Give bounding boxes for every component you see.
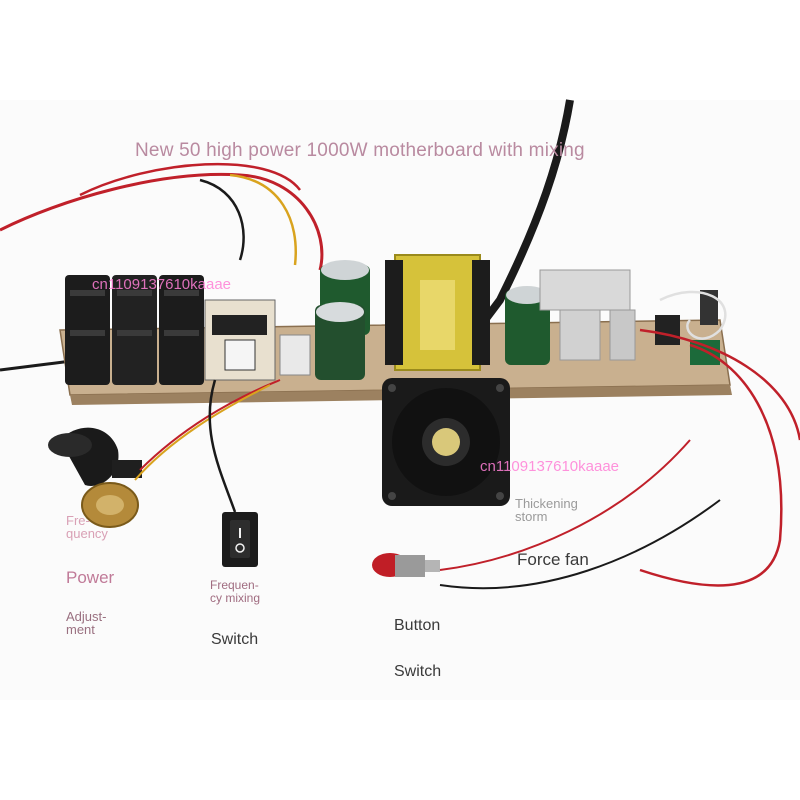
watermark-middle: cn1109137610kaaae	[480, 458, 620, 475]
adjustment-label-line2: ment	[66, 622, 95, 637]
adjustment-label-line1: Adjust-	[66, 609, 107, 624]
frequency-mixing-label-line1: Frequen-	[210, 578, 259, 592]
thickening-label-line2: storm	[515, 509, 548, 524]
button-wire-2	[439, 499, 721, 590]
rocker-switch	[222, 512, 258, 567]
product-caption: New 50 high power 1000W motherboard with…	[135, 140, 585, 161]
pot-wires	[139, 379, 281, 471]
switch-left-label: Switch	[211, 631, 259, 648]
adjustment-label: Adjust- ment	[66, 610, 106, 636]
watermark-top: cn1109137610kaaae	[92, 276, 232, 293]
pot-wires-2	[134, 384, 271, 481]
frequency-label-line1: Fre-	[66, 513, 90, 528]
button-label: Button	[394, 617, 441, 634]
force-fan-label: Force fan	[517, 550, 589, 569]
thickening-storm-label: Thickening storm	[515, 497, 578, 523]
red-wire-top-left-2	[79, 162, 301, 197]
push-button	[372, 553, 440, 577]
transformer	[385, 254, 490, 371]
frequency-mixing-label-line2: cy mixing	[210, 591, 261, 605]
white-wire-loop	[659, 290, 727, 340]
frequency-label-line2: quency	[66, 526, 108, 541]
frequency-label: Fre- quency	[66, 514, 108, 540]
rectifier-section	[505, 269, 720, 365]
switch-wire	[208, 379, 237, 513]
thickening-label-line1: Thickening	[515, 496, 578, 511]
cooling-fan	[382, 378, 510, 506]
red-wire-right-2	[639, 343, 783, 587]
yellow-wire-top	[229, 173, 297, 266]
button-wire	[439, 439, 691, 571]
power-label: Power	[66, 568, 115, 587]
capacitors-left	[315, 260, 370, 380]
black-wire-top	[199, 178, 245, 261]
control-module	[204, 299, 311, 381]
potentiometer	[48, 427, 142, 528]
heatsink-left	[65, 275, 204, 385]
frequency-mixing-label: Frequen- cy mixing	[210, 579, 260, 605]
power-cord	[466, 99, 574, 343]
switch-right-label: Switch	[394, 663, 442, 680]
red-wire-right	[639, 328, 800, 441]
